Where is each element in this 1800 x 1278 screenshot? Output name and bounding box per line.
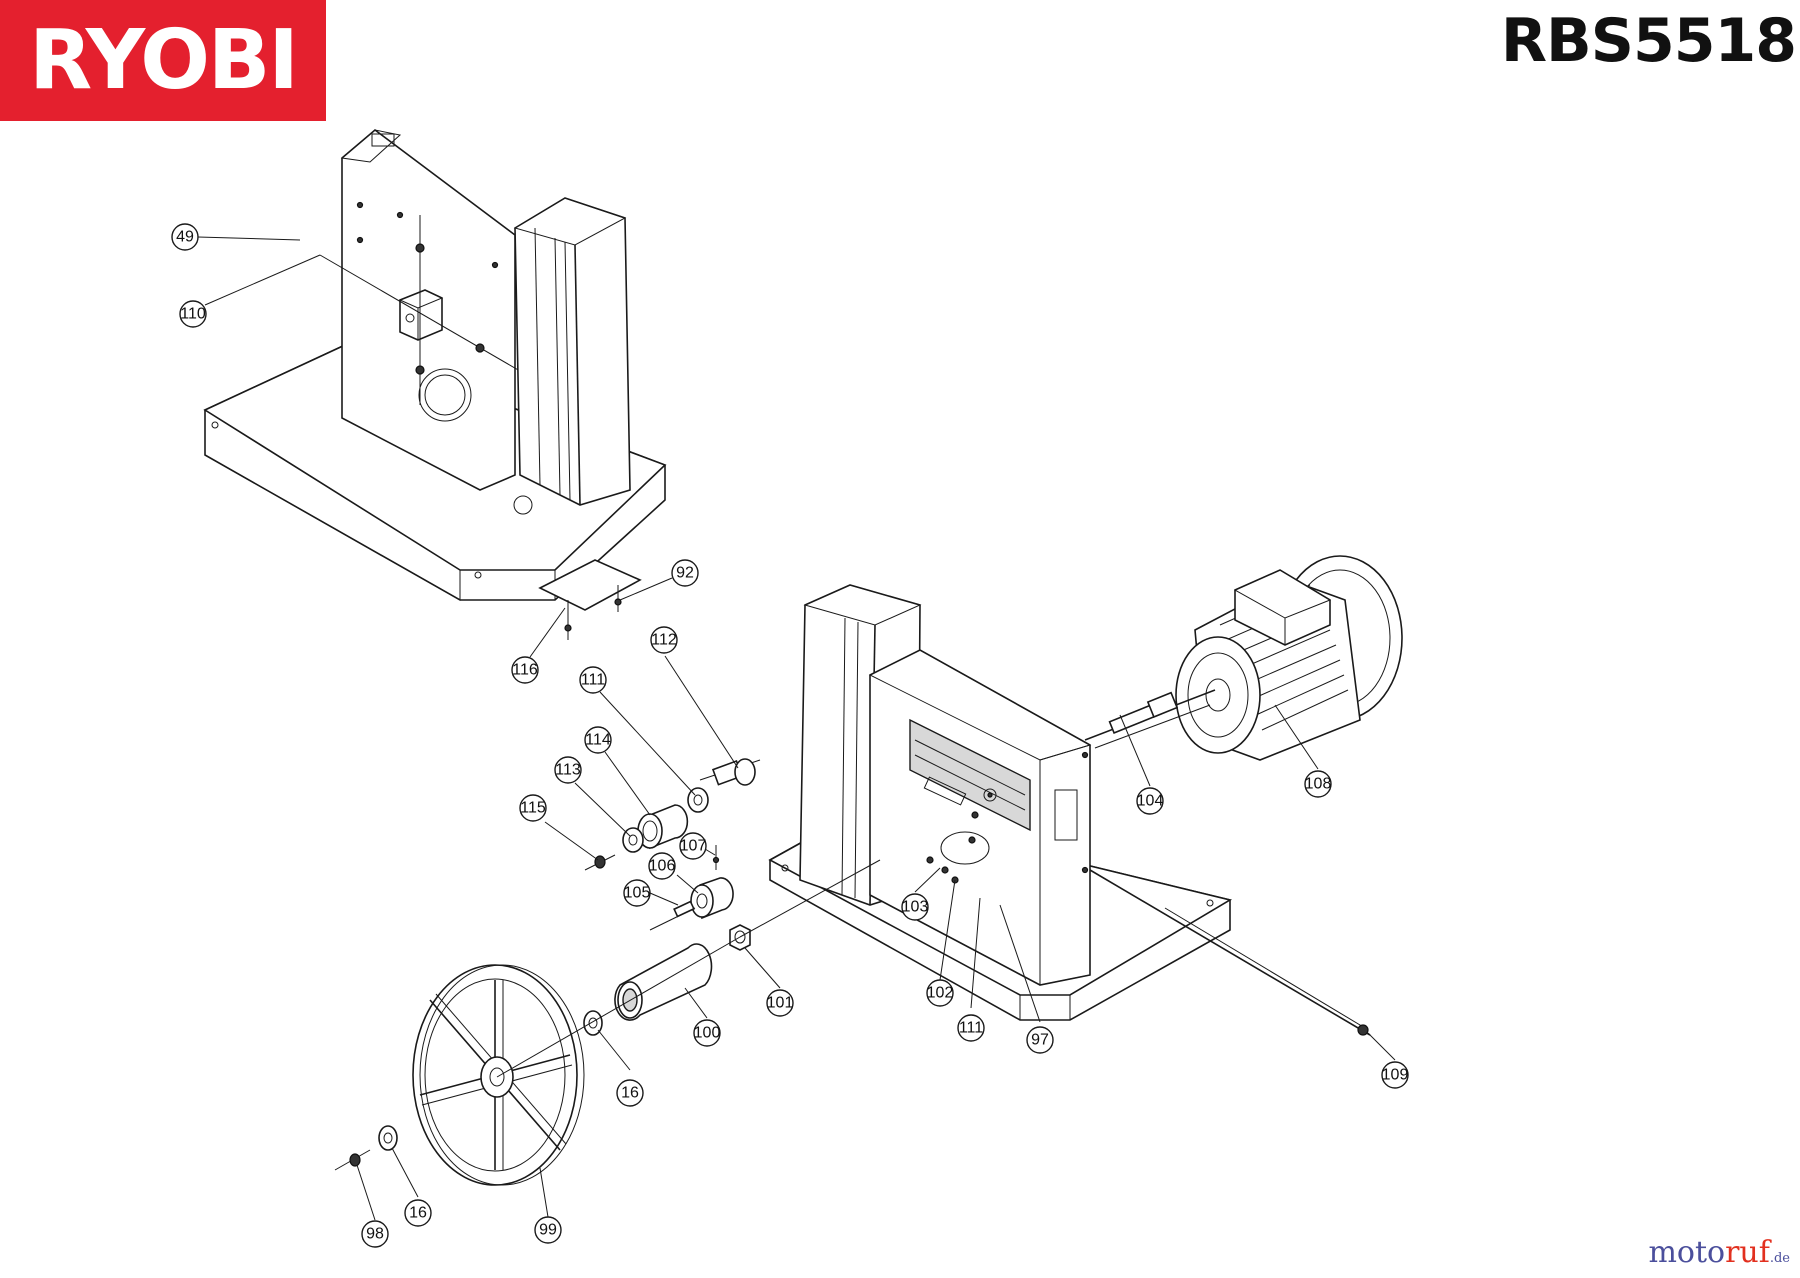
svg-text:111: 111 bbox=[959, 1020, 983, 1037]
callout-116: 116 bbox=[511, 656, 539, 684]
callout-102: 102 bbox=[926, 979, 954, 1007]
svg-text:106: 106 bbox=[649, 858, 676, 875]
svg-text:102: 102 bbox=[927, 985, 954, 1002]
shaft-104 bbox=[1084, 689, 1216, 749]
svg-text:108: 108 bbox=[1305, 776, 1332, 793]
svg-text:49: 49 bbox=[176, 229, 194, 246]
callout-16-upper: 16 bbox=[616, 1079, 644, 1107]
svg-text:105: 105 bbox=[624, 885, 651, 902]
callout-110: 110 bbox=[179, 300, 207, 328]
watermark-suffix: .de bbox=[1769, 1251, 1790, 1266]
bearing-parts bbox=[334, 758, 881, 1171]
watermark-main: moto bbox=[1648, 1235, 1726, 1270]
svg-text:109: 109 bbox=[1382, 1067, 1409, 1084]
svg-text:115: 115 bbox=[520, 800, 546, 817]
svg-text:114: 114 bbox=[585, 732, 611, 749]
callout-98: 98 bbox=[361, 1220, 389, 1248]
callout-49: 49 bbox=[171, 223, 199, 251]
callout-99: 99 bbox=[534, 1216, 562, 1244]
callout-107: 107 bbox=[679, 832, 707, 860]
cover-plate-116 bbox=[538, 559, 642, 640]
svg-text:103: 103 bbox=[902, 899, 929, 916]
callout-103: 103 bbox=[901, 893, 929, 921]
svg-text:101: 101 bbox=[767, 995, 794, 1012]
watermark: motoruf.de bbox=[1648, 1235, 1790, 1270]
svg-text:92: 92 bbox=[676, 565, 694, 582]
logo-text: RYOBI bbox=[29, 13, 299, 108]
lower-base-assembly bbox=[768, 584, 1233, 1021]
callout-106: 106 bbox=[648, 852, 676, 880]
callout-113: 113 bbox=[554, 756, 582, 784]
callout-97: 97 bbox=[1026, 1026, 1054, 1054]
svg-text:16: 16 bbox=[409, 1205, 427, 1222]
callout-114: 114 bbox=[584, 726, 612, 754]
callout-100: 100 bbox=[693, 1019, 721, 1047]
svg-text:97: 97 bbox=[1031, 1032, 1049, 1049]
svg-text:110: 110 bbox=[180, 306, 206, 323]
callout-104: 104 bbox=[1136, 787, 1164, 815]
callout-115: 115 bbox=[519, 794, 547, 822]
rod-109 bbox=[1089, 869, 1371, 1036]
leader-lines bbox=[197, 236, 1396, 1221]
svg-text:113: 113 bbox=[555, 762, 581, 779]
callout-109: 109 bbox=[1381, 1061, 1409, 1089]
svg-text:104: 104 bbox=[1137, 793, 1164, 810]
svg-text:99: 99 bbox=[539, 1222, 557, 1239]
svg-text:100: 100 bbox=[694, 1025, 721, 1042]
svg-text:98: 98 bbox=[366, 1226, 384, 1243]
callout-16-lower: 16 bbox=[404, 1199, 432, 1227]
callout-111-lower: 111 bbox=[957, 1014, 985, 1042]
svg-text:111: 111 bbox=[581, 672, 605, 689]
callout-111-upper: 111 bbox=[579, 666, 607, 694]
svg-text:107: 107 bbox=[680, 838, 707, 855]
watermark-accent: ruf bbox=[1725, 1235, 1770, 1270]
ryobi-logo: RYOBI bbox=[0, 0, 326, 121]
wheel-99 bbox=[412, 936, 741, 1186]
svg-text:112: 112 bbox=[651, 632, 677, 649]
motor-108 bbox=[1175, 555, 1403, 761]
model-number: RBS5518 bbox=[1500, 6, 1797, 76]
callout-92: 92 bbox=[671, 559, 699, 587]
callout-112: 112 bbox=[650, 626, 678, 654]
upper-table-assembly bbox=[203, 128, 667, 601]
callout-108: 108 bbox=[1304, 770, 1332, 798]
callout-105: 105 bbox=[623, 879, 651, 907]
svg-text:16: 16 bbox=[621, 1085, 639, 1102]
svg-text:116: 116 bbox=[512, 662, 538, 679]
callout-101: 101 bbox=[766, 989, 794, 1017]
callout-labels: 49 110 92 116 112 111 114 113 115 107 10… bbox=[171, 223, 1409, 1248]
